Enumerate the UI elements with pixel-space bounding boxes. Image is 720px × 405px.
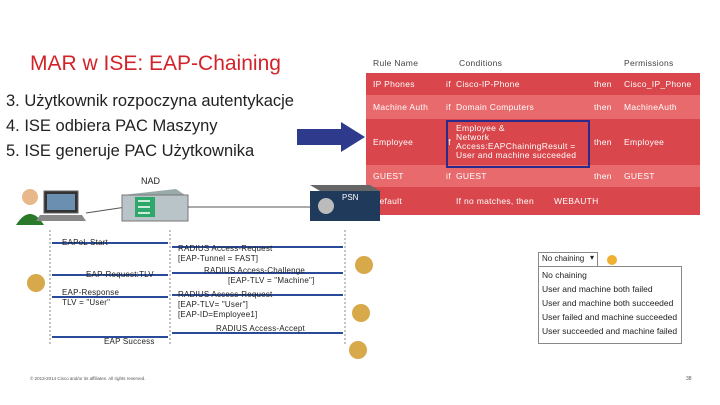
nad-label: NAD — [141, 176, 161, 186]
option[interactable]: User and machine both succeeded — [542, 298, 674, 308]
permission: Cisco_IP_Phone — [624, 79, 692, 89]
help-icon[interactable] — [606, 254, 618, 266]
condition: Cisco-IP-Phone — [456, 79, 520, 89]
if-label: if — [446, 137, 451, 147]
msg-eap-response: EAP-Response — [62, 288, 120, 297]
header-permissions: Permissions — [624, 58, 674, 68]
switch-icon — [121, 189, 189, 222]
msg-radius: [EAP-Tunnel = FAST] — [178, 254, 259, 263]
eap-chaining-select[interactable]: No chaining ▾ — [538, 252, 598, 267]
copyright-footer: © 2013-2014 Cisco and/or its affiliates.… — [30, 376, 146, 381]
option[interactable]: User failed and machine succeeded — [542, 312, 678, 322]
if-label: if — [446, 102, 451, 112]
condition: Employee & Network Access:EAPChainingRes… — [456, 124, 586, 160]
then-label: then — [594, 79, 612, 89]
slide-title: MAR w ISE: EAP-Chaining — [30, 52, 281, 75]
msg-eap-request: EAP-Request:TLV — [86, 270, 154, 279]
msg-radius: RADIUS Access-Accept — [216, 324, 305, 333]
permission: Employee — [624, 137, 665, 147]
msg-radius: RADIUS Access-Request — [178, 244, 273, 253]
condition-line: User and machine succeeded — [456, 150, 577, 160]
condition-line: Employee & — [456, 123, 505, 133]
option[interactable]: No chaining — [542, 270, 587, 280]
chevron-down-icon: ▾ — [589, 253, 594, 262]
then-label: then — [594, 171, 612, 181]
msg-radius: RADIUS Access-Request — [178, 290, 273, 299]
laptop-icon — [36, 190, 86, 221]
permission: WEBAUTH — [554, 196, 599, 206]
then-label: then — [594, 102, 612, 112]
certificate-seal-icon — [27, 274, 45, 292]
if-label: if — [446, 171, 451, 181]
user-icon — [16, 189, 44, 225]
msg-eap-response-tlv: TLV = "User" — [62, 298, 111, 307]
header-conditions: Conditions — [459, 58, 503, 68]
condition: GUEST — [456, 171, 487, 181]
bullet-4: 4. ISE odbiera PAC Maszyny — [6, 117, 218, 135]
policy-table: Rule Name Conditions Permissions IP Phon… — [366, 53, 700, 215]
condition-line: Access:EAPChainingResult = — [456, 141, 576, 151]
dropdown-list: No chaining User and machine both failed… — [538, 266, 682, 344]
condition: If no matches, then — [456, 196, 534, 206]
header-rule-name: Rule Name — [373, 58, 419, 68]
table-row[interactable]: GUEST if GUEST then GUEST — [366, 165, 700, 187]
table-row[interactable]: Machine Auth if Domain Computers then Ma… — [366, 95, 700, 119]
if-label: if — [446, 79, 451, 89]
permission: GUEST — [624, 171, 655, 181]
rule-name: GUEST — [373, 171, 404, 181]
rule-name: Default — [373, 196, 403, 206]
msg-radius: [EAP-TLV = "Machine"] — [228, 276, 315, 285]
condition-line: Network — [456, 132, 490, 142]
condition: Domain Computers — [456, 102, 535, 112]
msg-eapol-start: EAPoL Start — [62, 238, 108, 247]
certificate-seal-icon — [355, 256, 373, 274]
psn-label: PSN — [342, 193, 359, 202]
network-diagram — [16, 185, 380, 359]
certificate-seal-icon — [349, 341, 367, 359]
select-value: No chaining — [542, 254, 585, 263]
table-row[interactable]: Default If no matches, then WEBAUTH — [366, 187, 700, 215]
highlight-box — [446, 120, 590, 168]
then-label: then — [594, 137, 612, 147]
table-header: Rule Name Conditions Permissions — [366, 53, 700, 73]
msg-radius: RADIUS Access-Challenge — [204, 266, 306, 275]
certificate-seal-icon — [352, 304, 370, 322]
bullet-5: 5. ISE generuje PAC Użytkownika — [6, 142, 255, 160]
rule-name: IP Phones — [373, 79, 415, 89]
pointer-arrow-icon — [297, 122, 365, 152]
msg-radius: [EAP-ID=Employee1] — [178, 310, 258, 319]
rule-name: Machine Auth — [373, 102, 429, 112]
rule-name: Employee — [373, 137, 414, 147]
msg-radius: [EAP-TLV= "User"] — [178, 300, 249, 309]
permission: MachineAuth — [624, 102, 677, 112]
option[interactable]: User succeeded and machine failed — [542, 326, 678, 336]
table-row[interactable]: IP Phones if Cisco-IP-Phone then Cisco_I… — [366, 73, 700, 95]
psn-icon — [310, 185, 380, 221]
page-number: 38 — [686, 376, 692, 382]
msg-eap-success: EAP Success — [104, 337, 155, 346]
bullet-3: 3. Użytkownik rozpoczyna autentykacje — [6, 92, 294, 110]
table-row[interactable]: Employee if Employee & Network Access:EA… — [366, 119, 700, 165]
option[interactable]: User and machine both failed — [542, 284, 653, 294]
